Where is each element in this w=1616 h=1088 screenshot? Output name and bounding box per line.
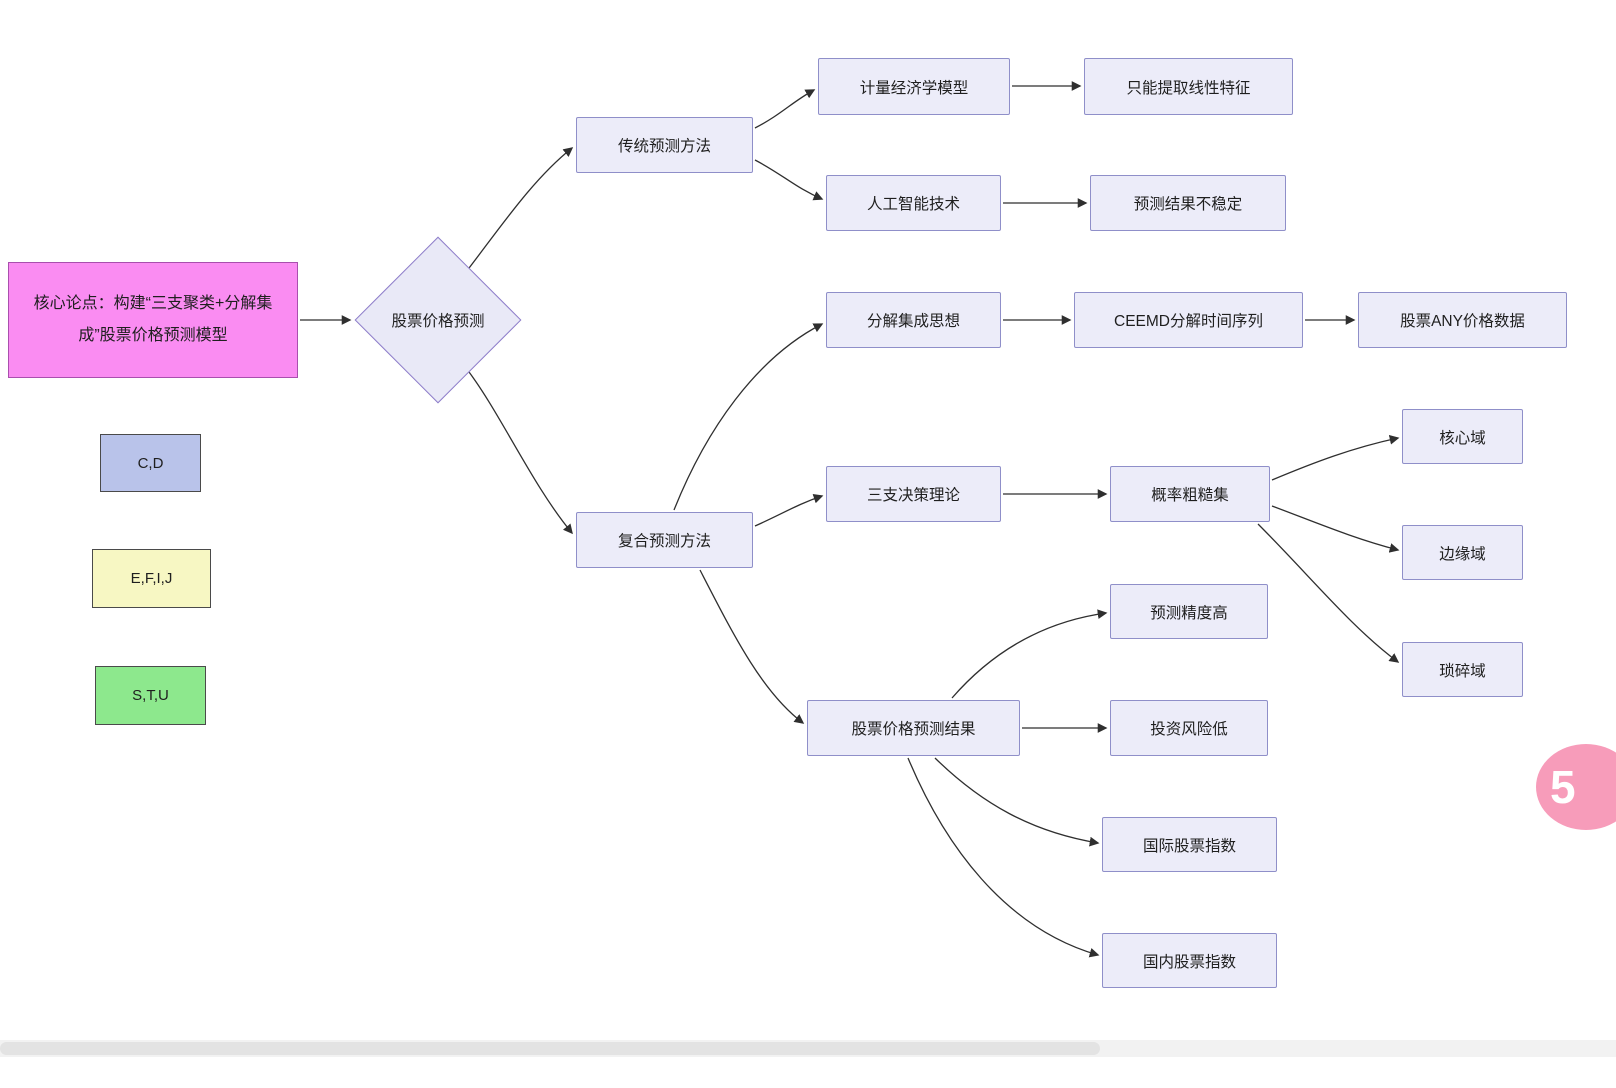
node-prediction-results[interactable]: 股票价格预测结果 <box>807 700 1020 756</box>
edge-roughset-boundary <box>1271 505 1400 553</box>
node-ai-technology[interactable]: 人工智能技术 <box>826 175 1001 231</box>
node-label: 分解集成思想 <box>866 313 960 330</box>
node-label: 预测精度高 <box>1150 604 1228 622</box>
node-label: 股票价格预测结果 <box>851 721 976 738</box>
node-label: 核心域 <box>1439 429 1486 447</box>
node-label: 股票ANY价格数据 <box>1400 313 1525 330</box>
node-boundary-region[interactable]: 边缘域 <box>1402 525 1523 580</box>
node-core-thesis[interactable]: 核心论点：构建“三支聚类+分解集成”股票价格预测模型 <box>8 262 298 378</box>
node-label: 概率粗糙集 <box>1151 487 1229 504</box>
node-ceemd-time-series[interactable]: CEEMD分解时间序列 <box>1074 292 1303 348</box>
node-label: 投资风险低 <box>1150 721 1228 738</box>
edge-traditional-econometric <box>754 89 816 129</box>
node-label: 股票价格预测 <box>391 313 485 330</box>
edge-result-intl <box>934 757 1100 847</box>
edge-decision-traditional <box>465 147 574 273</box>
edge-result-domestic <box>907 757 1100 958</box>
node-trivial-region[interactable]: 琐碎域 <box>1402 642 1523 697</box>
node-stock-price-prediction[interactable]: 股票价格预测 <box>354 236 522 404</box>
horizontal-scrollbar-thumb[interactable] <box>0 1042 1100 1055</box>
legend-label: C,D <box>137 454 164 472</box>
node-label: 传统预测方法 <box>617 138 711 155</box>
node-unstable-results[interactable]: 预测结果不稳定 <box>1090 175 1286 231</box>
node-stock-any-price-data[interactable]: 股票ANY价格数据 <box>1358 292 1567 348</box>
edge-roughset-core <box>1271 434 1400 481</box>
node-high-accuracy[interactable]: 预测精度高 <box>1110 584 1268 639</box>
legend-item-cd[interactable]: C,D <box>100 434 201 492</box>
node-core-region[interactable]: 核心域 <box>1402 409 1523 464</box>
legend-label: E,F,I,J <box>130 570 173 587</box>
node-label: 核心论点：构建“三支聚类+分解集成”股票价格预测模型 <box>33 295 273 344</box>
node-linear-features-only[interactable]: 只能提取线性特征 <box>1084 58 1293 115</box>
node-label: CEEMD分解时间序列 <box>1114 313 1263 330</box>
node-label: 人工智能技术 <box>866 196 960 213</box>
edge-roughset-trivial <box>1257 523 1400 663</box>
legend-item-stu[interactable]: S,T,U <box>95 666 206 725</box>
legend-label: S,T,U <box>132 687 169 704</box>
node-label: 预测结果不稳定 <box>1133 196 1243 213</box>
node-label: 计量经济学模型 <box>859 79 969 97</box>
edge-composite-threeway <box>754 493 824 527</box>
horizontal-scrollbar[interactable] <box>0 1040 1616 1057</box>
node-label: 国际股票指数 <box>1142 837 1236 855</box>
node-label: 只能提取线性特征 <box>1126 79 1251 97</box>
node-label: 复合预测方法 <box>617 533 711 550</box>
node-label: 国内股票指数 <box>1142 953 1236 971</box>
node-domestic-stock-index[interactable]: 国内股票指数 <box>1102 933 1277 988</box>
node-three-way-decision[interactable]: 三支决策理论 <box>826 466 1001 522</box>
edge-composite-decomposition <box>673 323 824 511</box>
edge-result-accuracy <box>951 609 1108 699</box>
node-low-investment-risk[interactable]: 投资风险低 <box>1110 700 1268 756</box>
edge-decision-composite <box>465 367 573 535</box>
edge-composite-result <box>699 569 805 724</box>
node-decomposition-ensemble[interactable]: 分解集成思想 <box>826 292 1001 348</box>
node-label: 三支决策理论 <box>866 487 960 504</box>
node-traditional-methods[interactable]: 传统预测方法 <box>576 117 753 173</box>
node-composite-methods[interactable]: 复合预测方法 <box>576 512 753 568</box>
badge-label: 5 <box>1550 761 1576 813</box>
floating-badge[interactable]: 5 <box>1536 744 1616 830</box>
legend-item-efij[interactable]: E,F,I,J <box>92 549 211 608</box>
node-econometric-model[interactable]: 计量经济学模型 <box>818 58 1010 115</box>
node-label: 边缘域 <box>1439 545 1486 563</box>
node-probabilistic-rough-set[interactable]: 概率粗糙集 <box>1110 466 1270 522</box>
node-label: 琐碎域 <box>1439 662 1486 680</box>
edge-traditional-ai <box>754 159 824 201</box>
node-international-stock-index[interactable]: 国际股票指数 <box>1102 817 1277 872</box>
